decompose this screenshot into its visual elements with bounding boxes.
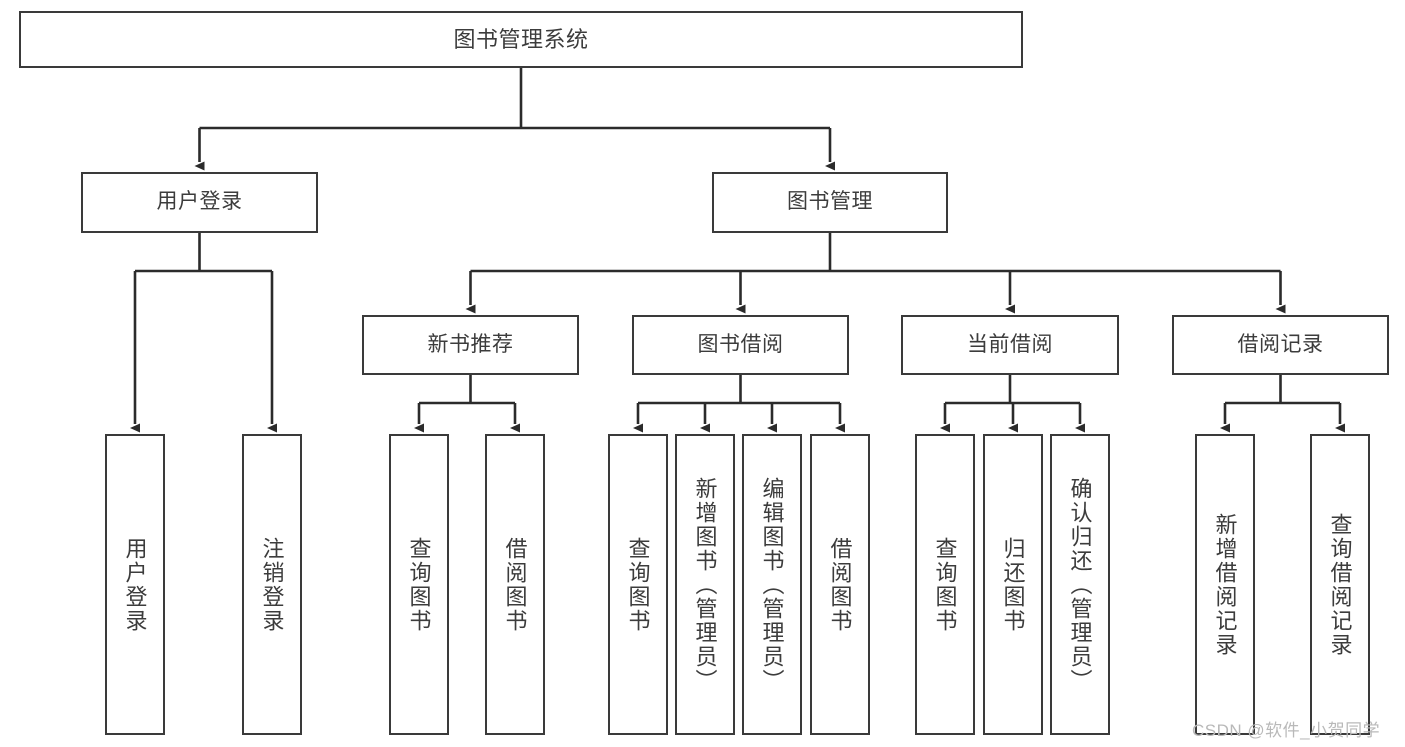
node-label: 注销登录: [259, 536, 285, 633]
node-current-borrow[interactable]: 当前借阅: [901, 315, 1119, 375]
node-book-manage[interactable]: 图书管理: [712, 172, 948, 233]
node-label: 图书管理系统: [453, 26, 589, 52]
node-label: 新增借阅记录: [1212, 512, 1238, 657]
node-leaf-query-book-2[interactable]: 查询图书: [608, 434, 668, 735]
node-label: 查询图书: [406, 536, 432, 633]
node-leaf-borrow-book-2[interactable]: 借阅图书: [810, 434, 870, 735]
node-label: 查询图书: [932, 536, 958, 633]
node-leaf-query-book-3[interactable]: 查询图书: [915, 434, 975, 735]
node-new-book-recommend[interactable]: 新书推荐: [362, 315, 579, 375]
node-leaf-user-login[interactable]: 用户登录: [105, 434, 165, 735]
node-book-borrow[interactable]: 图书借阅: [632, 315, 849, 375]
node-label: 用户登录: [122, 536, 148, 633]
node-leaf-add-record[interactable]: 新增借阅记录: [1195, 434, 1255, 735]
node-label: 用户登录: [156, 190, 243, 214]
node-leaf-query-book-1[interactable]: 查询图书: [389, 434, 449, 735]
node-leaf-add-book[interactable]: 新增图书（管理员）: [675, 434, 735, 735]
node-leaf-query-record[interactable]: 查询借阅记录: [1310, 434, 1370, 735]
csdn-watermark: CSDN @软件_小贺同学: [1192, 721, 1381, 740]
node-label: 借阅图书: [502, 536, 528, 633]
node-label: 图书管理: [787, 190, 873, 214]
node-borrow-record[interactable]: 借阅记录: [1172, 315, 1389, 375]
node-root[interactable]: 图书管理系统: [19, 11, 1023, 68]
node-label: 当前借阅: [967, 332, 1053, 356]
node-leaf-return-book[interactable]: 归还图书: [983, 434, 1043, 735]
node-label: 新书推荐: [427, 332, 514, 356]
node-label: 编辑图书（管理员）: [759, 476, 785, 693]
node-leaf-borrow-book-1[interactable]: 借阅图书: [485, 434, 545, 735]
node-label: 图书借阅: [697, 332, 784, 356]
node-leaf-logout[interactable]: 注销登录: [242, 434, 302, 735]
node-label: 查询图书: [625, 536, 651, 633]
node-leaf-confirm-return[interactable]: 确认归还（管理员）: [1050, 434, 1110, 735]
node-label: 归还图书: [1000, 536, 1026, 633]
node-label: 查询借阅记录: [1327, 512, 1353, 657]
node-leaf-edit-book[interactable]: 编辑图书（管理员）: [742, 434, 802, 735]
node-label: 新增图书（管理员）: [692, 476, 718, 693]
node-label: 借阅记录: [1237, 332, 1324, 356]
node-label: 借阅图书: [827, 536, 853, 633]
node-label: 确认归还（管理员）: [1067, 476, 1093, 693]
node-user-login[interactable]: 用户登录: [81, 172, 318, 233]
